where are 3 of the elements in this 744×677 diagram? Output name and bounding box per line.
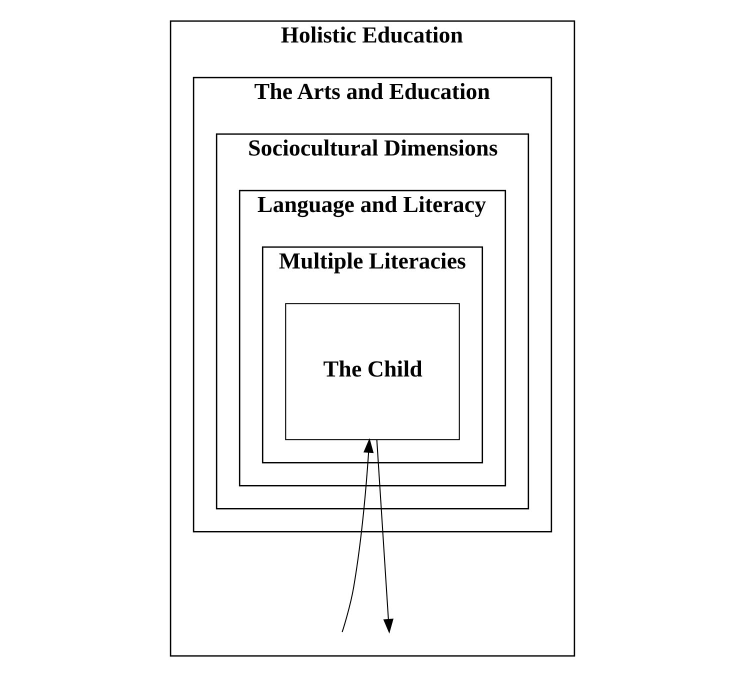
arrow [376, 440, 394, 634]
arrow [341, 438, 374, 632]
node-box: The Child [284, 303, 460, 440]
